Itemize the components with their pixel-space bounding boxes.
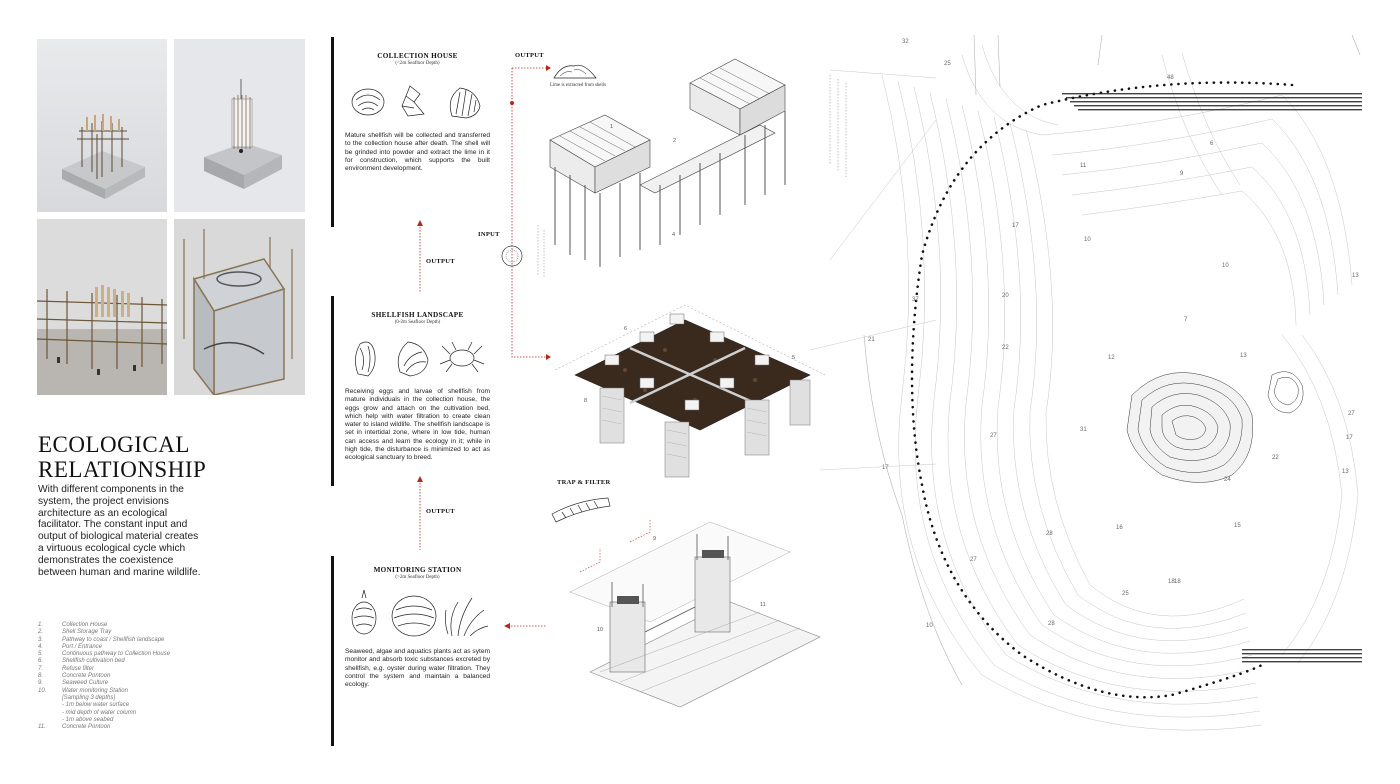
monitoring-station-axonometric [569, 520, 821, 708]
collection-house-text: Mature shellfish will be collected and t… [345, 132, 490, 173]
shellfish-landscape-title: SHELLFISH LANDSCAPE [371, 311, 464, 319]
map-label: 28 [1046, 531, 1053, 537]
map-label: 13 [1240, 353, 1247, 359]
legend-item: 2.Shell Storage Tray [38, 629, 112, 636]
section-bar-monitoring [331, 556, 334, 746]
legend-item: 8.Concrete Pontoon [38, 673, 111, 680]
output-label-top: OUTPUT [515, 52, 544, 59]
legend-list: 1.Collection House 2.Shell Storage Tray … [38, 622, 228, 731]
model-photo-collection-house [37, 39, 167, 212]
map-label: 17 [1012, 223, 1019, 229]
legend-item: - 1m above seabed [62, 716, 114, 723]
collection-shell-icons [351, 85, 481, 119]
map-label: 13 [1342, 469, 1349, 475]
diagram-number-1: 1 [610, 124, 614, 130]
collection-house-title: COLLECTION HOUSE [377, 52, 458, 60]
map-label: 7 [1184, 317, 1188, 323]
map-label: 24 [1224, 477, 1231, 483]
shell-input-icon [501, 245, 523, 267]
map-label: 16 [1116, 525, 1123, 531]
legend-item: - 1m below water surface [62, 702, 130, 709]
map-label: 31 [1080, 427, 1087, 433]
legend-item: 6.Shellfish cultivation bed [38, 658, 125, 665]
map-label: 10 [926, 623, 933, 629]
trap-filter-icon [551, 497, 611, 523]
map-label: 18 [1174, 579, 1181, 585]
map-label: 37 [912, 297, 919, 303]
guide-lines [809, 69, 937, 471]
diagram-number-10: 10 [597, 627, 604, 633]
landscape-shell-icons [355, 341, 485, 377]
map-label: 28 [1048, 621, 1055, 627]
monitoring-plant-icons [351, 589, 489, 637]
model-photo-shellfish-landscape [37, 219, 167, 395]
lime-pile-icon [553, 64, 597, 79]
collection-house-axonometric [537, 58, 847, 277]
diagram-number-4: 4 [672, 232, 676, 238]
trap-filter-label: TRAP & FILTER [557, 479, 611, 486]
collection-house-subtitle: (<2m Seafloor Depth) [395, 61, 440, 66]
map-label: 22 [1272, 455, 1279, 461]
legend-item: - mid depth of water column [62, 709, 137, 716]
output-label-mid: OUTPUT [426, 258, 455, 265]
model-photo-monitoring-tower [174, 39, 305, 212]
legend-item: 5.Continuous pathway to Collection House [38, 651, 171, 658]
shellfish-landscape-subtitle: (0-2m Seafloor Depth) [394, 320, 441, 325]
map-label: 20 [1002, 293, 1009, 299]
map-label: 13 [1352, 273, 1359, 279]
monitoring-station-text: Seaweed, algae and aquatics plants act a… [345, 648, 490, 689]
map-label: 21 [868, 337, 875, 343]
map-label: 25 [1122, 591, 1129, 597]
legend-item: [Sampling 3 depths] [62, 694, 116, 701]
legend-item: 4.Port / Entrance [38, 643, 103, 650]
site-contour-map: 32 25 48 11 17 10 10 9 7 6 20 22 13 13 3… [862, 35, 1362, 747]
monitoring-station-title: MONITORING STATION [373, 566, 462, 574]
map-label: 12 [1108, 355, 1115, 361]
legend-item: 7.Refuse filter [38, 665, 95, 672]
map-label: 22 [1002, 345, 1009, 351]
map-label: 9 [1180, 171, 1184, 177]
monitoring-station-subtitle: (>2m Seafloor Depth) [395, 575, 440, 580]
section-bar-landscape [331, 296, 334, 486]
diagram-number-6: 6 [624, 326, 628, 332]
map-label: 25 [944, 61, 951, 67]
map-label: 6 [1210, 141, 1214, 147]
input-label: INPUT [478, 231, 500, 238]
section-bar-collection [331, 37, 334, 227]
output-label-low: OUTPUT [426, 508, 455, 515]
map-label: 10 [1222, 263, 1229, 269]
legend-item: 3.Pathway to coast / Shellfish landscape [38, 636, 165, 643]
diagram-number-5: 5 [792, 355, 796, 361]
diagram-number-9: 9 [653, 536, 657, 542]
map-label: 18 [1168, 579, 1175, 585]
diagram-number-8: 8 [584, 398, 588, 404]
map-label: 17 [1346, 435, 1353, 441]
legend-item: 10.Water monitoring Station [38, 687, 128, 694]
lime-note: Lime is extracted from shells [550, 83, 606, 88]
shellfish-landscape-axonometric [554, 304, 826, 478]
map-label: 48 [1167, 75, 1174, 81]
legend-item: 1.Collection House [38, 622, 108, 628]
page-title: ECOLOGICAL RELATIONSHIP [38, 432, 207, 482]
map-label: 32 [902, 39, 909, 45]
map-label: 27 [990, 433, 997, 439]
map-label: 15 [1234, 523, 1241, 529]
intro-paragraph: With different components in the system,… [38, 484, 201, 578]
shellfish-landscape-text: Receiving eggs and larvae of shellfish f… [345, 388, 490, 462]
diagram-number-11: 11 [760, 602, 766, 608]
legend-item: 11.Concrete Pontoon [38, 724, 111, 731]
flow-connectors [417, 65, 551, 629]
map-label: 10 [1084, 237, 1091, 243]
model-photo-station-closeup [174, 219, 305, 395]
map-label: 27 [970, 557, 977, 563]
diagram-number-2: 2 [673, 138, 677, 144]
map-label: 27 [1348, 411, 1355, 417]
legend-item: 9.Seaweed Culture [38, 680, 109, 687]
map-label: 11 [1080, 163, 1087, 169]
map-label: 17 [882, 465, 889, 471]
